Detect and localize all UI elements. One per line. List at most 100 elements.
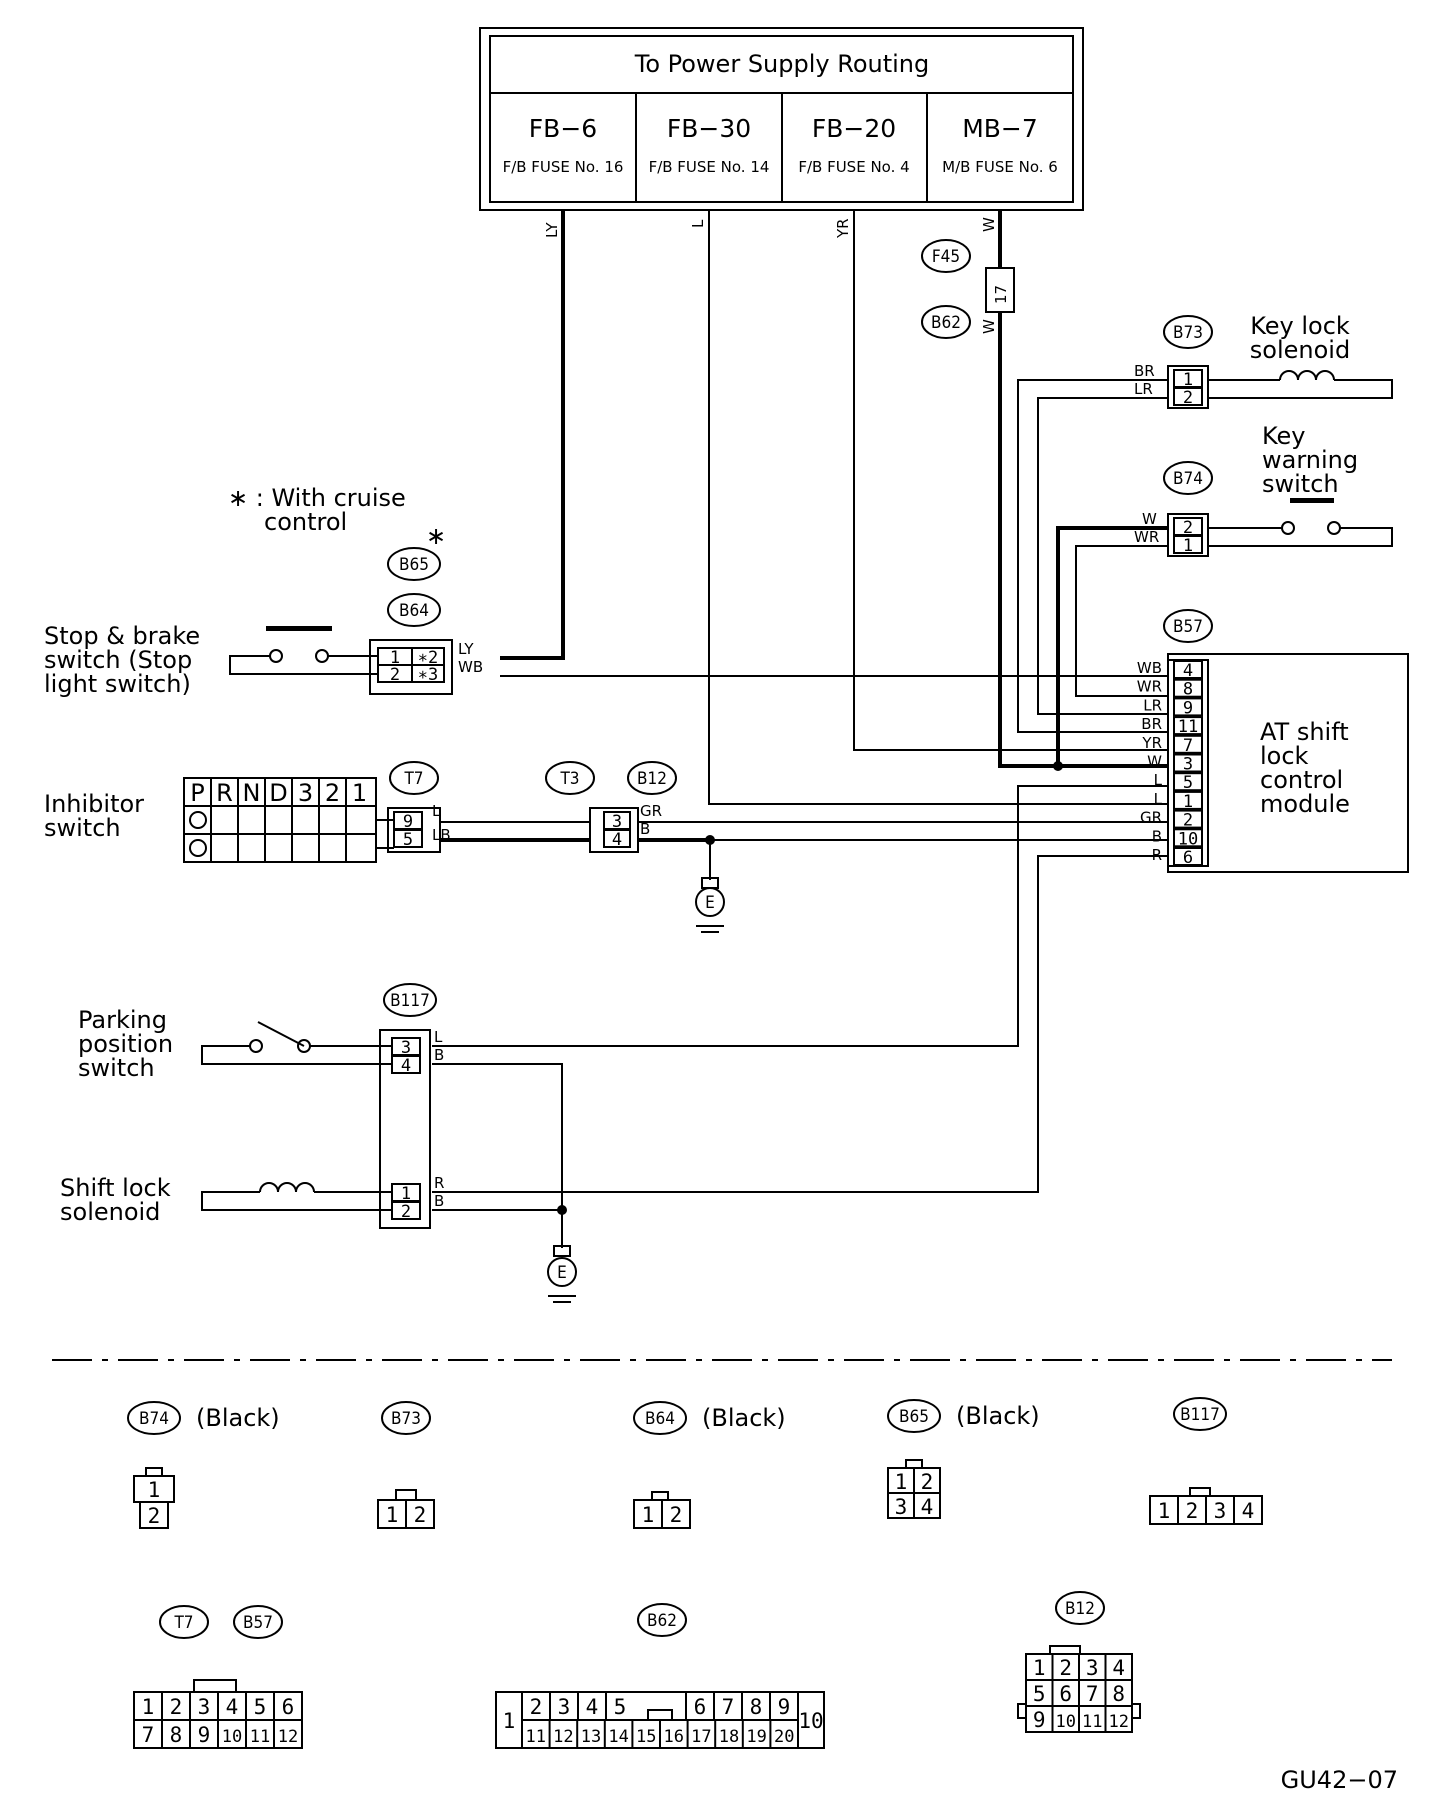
b74-pin-2: 2: [1183, 518, 1193, 538]
power-supply-title: To Power Supply Routing: [634, 50, 930, 78]
legend-b62-pin-4: 4: [586, 1695, 599, 1719]
b57-wire-color-11: BR: [1141, 715, 1162, 733]
b74-pin-1: 1: [1183, 536, 1193, 556]
wire-label-gr-b12: GR: [640, 802, 662, 820]
wire-label-br-b73: BR: [1134, 362, 1155, 380]
joint-b117-ground: [557, 1205, 567, 1215]
legend-t7-pin-1: 1: [142, 1695, 155, 1719]
conn-id-b57: B57: [1173, 617, 1203, 637]
shift-lock-label-1: Shift lock: [60, 1174, 171, 1202]
inhibitor-position-1: 1: [352, 779, 367, 807]
inhibitor-position-3: 3: [298, 779, 313, 807]
legend-b12-pin-7: 7: [1086, 1682, 1099, 1706]
t7-pin-9: 9: [403, 812, 413, 832]
b73-pin-1: 1: [1183, 370, 1193, 390]
b57-pin-6: 6: [1183, 848, 1193, 868]
parking-label-2: position: [78, 1030, 173, 1058]
conn-id-b12: B12: [637, 769, 667, 789]
b57-pin-11: 11: [1178, 717, 1198, 737]
conn-id-t7: T7: [403, 769, 423, 789]
wire-label-wr-b74: WR: [1134, 528, 1159, 546]
legend-t7-id: T7: [173, 1613, 193, 1633]
stop-brake-label-3: light switch): [44, 670, 191, 698]
joint-w: [1053, 761, 1063, 771]
ground-label-1: E: [705, 893, 715, 913]
t3-b12-group: T3 B12 3 4 GR B: [545, 761, 677, 853]
b57-wire-color-9: LR: [1143, 696, 1162, 714]
ground-symbol-2: E: [547, 1245, 577, 1303]
b57-pin-9: 9: [1183, 698, 1193, 718]
legend-b62-pin-8: 8: [750, 1695, 763, 1719]
legend-b74-pin2: 2: [148, 1504, 161, 1528]
fuse-fb20-label: F/B FUSE No. 4: [798, 158, 909, 176]
b57-wire-color-10: B: [1152, 827, 1162, 845]
wire-label-yr: YR: [834, 218, 852, 239]
legend-b62-pin-15: 15: [636, 1727, 656, 1747]
wires: [432, 210, 1170, 1248]
b117-group: B117 3 4 1 2 L B R B Parking position sw…: [60, 983, 444, 1229]
parking-label-1: Parking: [78, 1006, 167, 1034]
legend-t7-pin-9: 9: [198, 1723, 211, 1747]
key-lock-solenoid-group: B73 1 2 BR LR Key lock solenoid: [1134, 312, 1393, 409]
b64-pin-2c: ∗2: [418, 648, 438, 668]
key-lock-label-1: Key lock: [1250, 312, 1350, 340]
legend-b62-pin-17: 17: [691, 1727, 711, 1747]
inhibitor-label-1: Inhibitor: [44, 790, 144, 818]
b57-wire-color-1: L: [1154, 790, 1163, 808]
legend-b12-pin-1: 1: [1033, 1656, 1046, 1680]
wire-label-lr-b73: LR: [1134, 380, 1153, 398]
parking-label-3: switch: [78, 1054, 155, 1082]
b57-pin-1: 1: [1183, 792, 1193, 812]
legend-b65-pin3: 3: [895, 1495, 908, 1519]
conn-id-b73: B73: [1173, 323, 1203, 343]
inhibitor-position-r: R: [216, 779, 233, 807]
legend-b12-pin-5: 5: [1033, 1682, 1046, 1706]
b12-pin-4: 4: [612, 830, 622, 850]
b57-wire-color-4: WB: [1137, 659, 1162, 677]
legend-t7-pin-2: 2: [170, 1695, 183, 1719]
b64-pin-2: 2: [390, 665, 400, 685]
b57-wire-color-6: R: [1152, 846, 1162, 864]
stop-brake-label-1: Stop & brake: [44, 622, 200, 650]
legend-b65-pin2: 2: [921, 1470, 934, 1494]
legend-b62-pin-6: 6: [694, 1695, 707, 1719]
b57-wire-color-3: W: [1147, 753, 1162, 771]
key-lock-label-2: solenoid: [1250, 336, 1350, 364]
fuse-mb7-code: MB−7: [962, 114, 1038, 143]
legend-b62-pin-9: 9: [778, 1695, 791, 1719]
conn-id-b65: B65: [399, 555, 429, 575]
legend-b117-id: B117: [1180, 1405, 1220, 1425]
legend-b12-pin-6: 6: [1059, 1682, 1072, 1706]
b117-pin-1: 1: [401, 1184, 411, 1204]
legend-b65-color: (Black): [956, 1402, 1040, 1430]
top-wire-labels: LY L YR W W: [543, 217, 998, 334]
conn-id-b117: B117: [390, 991, 430, 1011]
b57-wire-color-7: YR: [1141, 734, 1162, 752]
fuse-fb30-code: FB−30: [667, 114, 751, 143]
wire-label-b-b117-2: B: [434, 1192, 444, 1210]
joint-b12-ground: [705, 835, 715, 845]
legend-b12-pin-10: 10: [1055, 1712, 1075, 1732]
ground-symbol-1: E: [695, 877, 725, 933]
b117-pin-4: 4: [401, 1056, 411, 1076]
connector-legend: B74 (Black) 1 2 B73 1 2 B64 (Black) 1 2 …: [127, 1397, 1263, 1749]
legend-b12-pin-2: 2: [1059, 1656, 1072, 1680]
legend-b62-pin-right: 10: [798, 1709, 823, 1733]
legend-b74-pin1: 1: [148, 1478, 161, 1502]
at-module-label-1: AT shift: [1260, 718, 1349, 746]
wire-label-r-b117: R: [434, 1174, 444, 1192]
wire-label-ly-b64: LY: [458, 640, 474, 658]
b57-pin-5: 5: [1183, 773, 1193, 793]
legend-b62-pin-11: 11: [526, 1727, 546, 1747]
legend-b62-pin-12: 12: [553, 1727, 573, 1747]
cruise-note-line1: ∗ : With cruise: [228, 484, 406, 512]
conn-id-b74: B74: [1173, 469, 1203, 489]
wire-label-l: L: [689, 219, 707, 228]
legend-b62-id: B62: [647, 1611, 677, 1631]
key-warning-label-2: warning: [1262, 446, 1358, 474]
legend-b12-pin-11: 11: [1082, 1712, 1102, 1732]
wire-label-l-t7: L: [432, 802, 441, 820]
wire-label-b-b117-4: B: [434, 1046, 444, 1064]
fuse-mb7-label: M/B FUSE No. 6: [942, 158, 1058, 176]
